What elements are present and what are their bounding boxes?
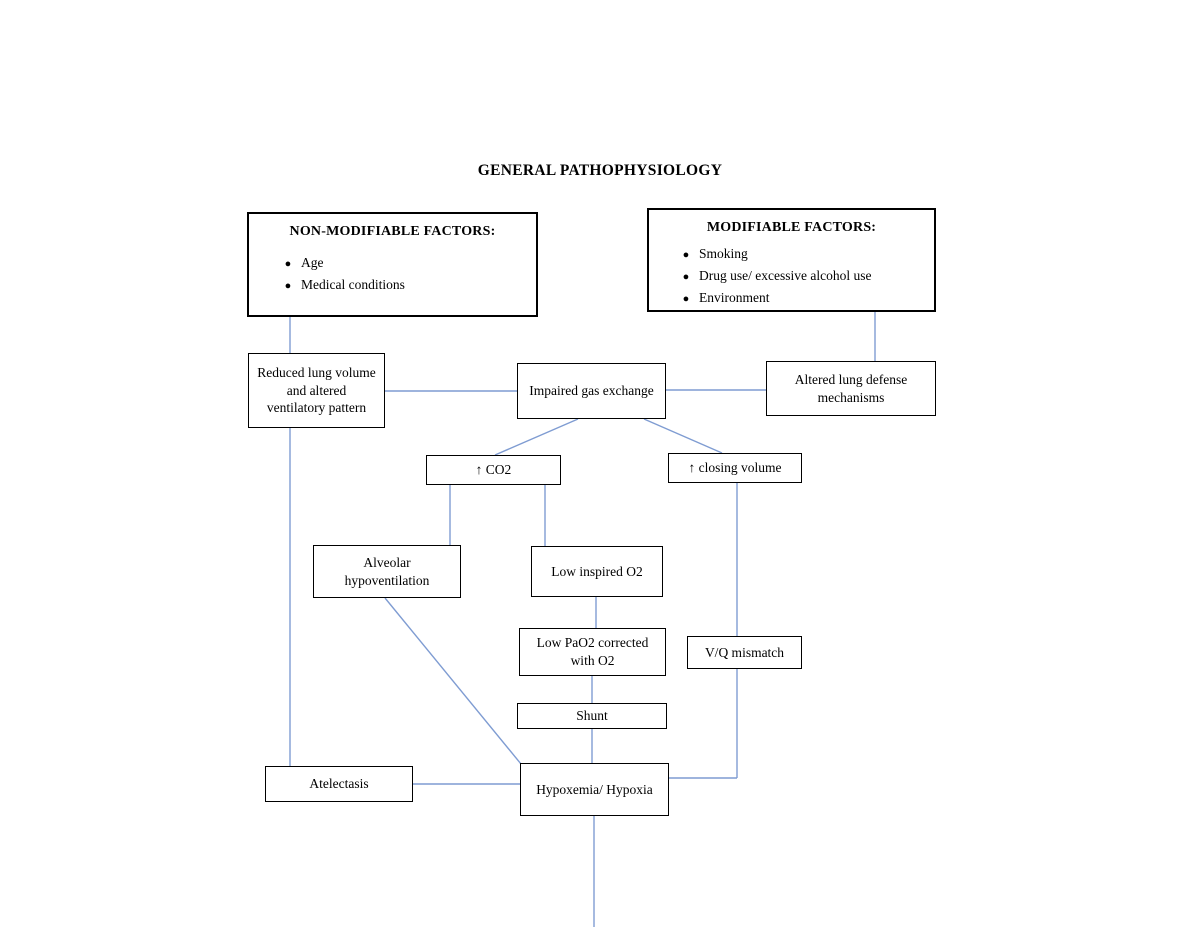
bullet-icon: ●	[284, 258, 292, 270]
node-label: Atelectasis	[309, 776, 369, 792]
non-modifiable-factors-box: NON-MODIFIABLE FACTORS: ● Age ● Medical …	[247, 212, 538, 317]
list-item: ● Age	[275, 255, 536, 271]
list-item: ● Environment	[673, 290, 934, 306]
diagram-title: GENERAL PATHOPHYSIOLOGY	[477, 162, 723, 179]
node-atelectasis: Atelectasis	[265, 766, 413, 802]
node-label: ↑ CO2	[475, 462, 512, 478]
bullet-icon: ●	[682, 271, 690, 283]
edge-impaired-to-closing-volume	[643, 418, 723, 454]
non-modifiable-factors-list: ● Age ● Medical conditions	[249, 255, 536, 293]
node-label: Shunt	[576, 708, 608, 724]
list-item-label: Drug use/ excessive alcohol use	[699, 268, 872, 283]
modifiable-factors-box: MODIFIABLE FACTORS: ● Smoking ● Drug use…	[647, 208, 936, 312]
edge-alveolar-to-hypoxemia	[384, 597, 522, 765]
node-vq-mismatch: V/Q mismatch	[687, 636, 802, 669]
node-label: V/Q mismatch	[704, 644, 785, 660]
node-altered-lung-defense: Altered lung defense mechanisms	[766, 361, 936, 416]
node-alveolar-hypoventilation: Alveolar hypoventilation	[313, 545, 461, 598]
bullet-icon: ●	[682, 293, 690, 305]
node-hypoxemia-hypoxia: Hypoxemia/ Hypoxia	[520, 763, 669, 816]
node-label: Low inspired O2	[551, 563, 643, 579]
modifiable-factors-list: ● Smoking ● Drug use/ excessive alcohol …	[649, 246, 934, 306]
node-label: Reduced lung volume and altered ventilat…	[257, 365, 376, 416]
node-increased-co2: ↑ CO2	[426, 455, 561, 485]
node-label: ↑ closing volume	[688, 460, 782, 476]
list-item: ● Drug use/ excessive alcohol use	[673, 268, 934, 284]
node-label: Low PaO2 corrected with O2	[536, 635, 649, 668]
list-item: ● Medical conditions	[275, 277, 536, 293]
edge-impaired-to-co2	[494, 418, 579, 456]
list-item-label: Environment	[699, 290, 770, 305]
modifiable-factors-heading: MODIFIABLE FACTORS:	[706, 220, 877, 235]
bullet-icon: ●	[682, 249, 690, 261]
node-shunt: Shunt	[517, 703, 667, 729]
node-label: Altered lung defense mechanisms	[794, 371, 908, 405]
bullet-icon: ●	[284, 280, 292, 292]
node-label: Impaired gas exchange	[529, 383, 654, 399]
node-low-pao2-corrected: Low PaO2 corrected with O2	[519, 628, 666, 676]
list-item-label: Smoking	[699, 246, 748, 261]
non-modifiable-factors-heading: NON-MODIFIABLE FACTORS:	[289, 224, 496, 239]
node-label: Hypoxemia/ Hypoxia	[536, 781, 653, 797]
list-item-label: Medical conditions	[301, 277, 405, 292]
node-impaired-gas-exchange: Impaired gas exchange	[517, 363, 666, 419]
node-low-inspired-o2: Low inspired O2	[531, 546, 663, 597]
list-item-label: Age	[301, 255, 324, 270]
node-label: Alveolar hypoventilation	[344, 554, 430, 588]
list-item: ● Smoking	[673, 246, 934, 262]
node-reduced-lung-volume: Reduced lung volume and altered ventilat…	[248, 353, 385, 428]
node-increased-closing-volume: ↑ closing volume	[668, 453, 802, 483]
